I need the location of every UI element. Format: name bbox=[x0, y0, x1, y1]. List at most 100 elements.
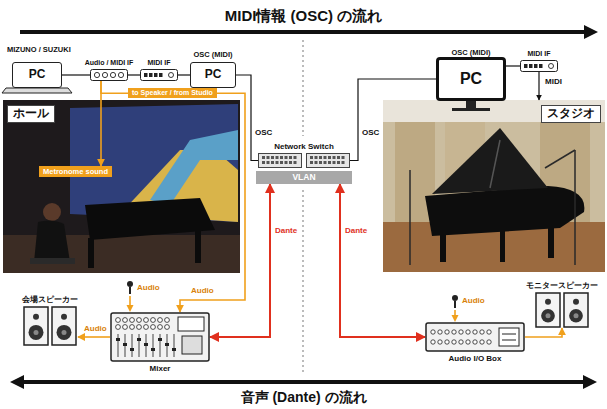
hall-photo-illustration bbox=[43, 203, 61, 221]
switch-part bbox=[310, 156, 313, 159]
hall-speakers: 会場スピーカー bbox=[22, 306, 78, 346]
switch-part bbox=[342, 156, 345, 159]
studio-photo-illustration bbox=[545, 150, 575, 168]
route-tag: to Speaker / from Studio bbox=[128, 88, 217, 98]
bottom-flow-arrow bbox=[10, 375, 597, 389]
switch-part bbox=[280, 161, 283, 164]
dev-part bbox=[159, 73, 163, 77]
connector bbox=[180, 93, 245, 312]
speakers-part bbox=[574, 313, 579, 318]
switch-part bbox=[276, 156, 279, 159]
node-heading: OSC (MIDI) bbox=[451, 49, 490, 58]
mixer-part bbox=[182, 336, 202, 354]
diagram-title: MIDI情報 (OSC) の流れ bbox=[219, 7, 389, 25]
mixer-part bbox=[165, 318, 170, 323]
mixer-part bbox=[123, 325, 128, 330]
mixer-part bbox=[160, 334, 161, 357]
node-heading: Mixer bbox=[150, 364, 171, 373]
node-heading: OSC (MIDI) bbox=[193, 51, 232, 60]
dev-part bbox=[154, 73, 158, 77]
hall-microphone bbox=[127, 305, 134, 312]
mixer-part bbox=[158, 318, 163, 323]
switch-part bbox=[271, 156, 274, 159]
dev4-icon bbox=[90, 69, 128, 81]
switch-part bbox=[328, 161, 331, 164]
hall-photo-illustration bbox=[30, 258, 75, 264]
speakers-part bbox=[569, 309, 583, 323]
iobox-part bbox=[426, 323, 524, 351]
hall-photo-illustration bbox=[3, 100, 240, 273]
hall-photo-illustration bbox=[34, 220, 70, 262]
mixer-icon bbox=[110, 312, 210, 362]
node-heading: Audio I/O Box bbox=[449, 354, 502, 363]
studio-photo-illustration bbox=[383, 100, 605, 272]
connector bbox=[236, 75, 258, 161]
bottom-flow-arrow bbox=[583, 375, 597, 389]
hall-microphone bbox=[127, 281, 134, 312]
mixer-part bbox=[165, 325, 170, 330]
laptop-pc: MIZUNO / SUZUKIPC bbox=[12, 62, 62, 88]
switch-part bbox=[285, 156, 288, 159]
speakers-part bbox=[61, 314, 67, 320]
laptop-base bbox=[2, 88, 72, 93]
iobox-part bbox=[459, 340, 463, 344]
iobox-part bbox=[487, 330, 491, 334]
switch-part bbox=[337, 161, 340, 164]
switch-part bbox=[285, 161, 288, 164]
switch-part bbox=[289, 161, 292, 164]
switch-part bbox=[294, 156, 297, 159]
dev4-part bbox=[94, 72, 99, 77]
connector bbox=[525, 328, 562, 337]
mixer-part bbox=[144, 325, 149, 330]
connector bbox=[128, 74, 140, 75]
laptop-base bbox=[2, 88, 72, 93]
node-heading: MIZUNO / SUZUKI bbox=[7, 46, 71, 55]
iobox-part bbox=[473, 340, 477, 344]
mixer-part bbox=[137, 325, 142, 330]
audio-io-box: Audio I/O Box bbox=[425, 322, 525, 352]
dev-icon bbox=[140, 69, 178, 81]
speakers-part bbox=[52, 307, 76, 345]
switch-part bbox=[294, 161, 297, 164]
edge-label: OSC bbox=[361, 128, 380, 137]
mixer: Mixer bbox=[110, 312, 210, 362]
connector bbox=[538, 72, 539, 100]
connector bbox=[101, 81, 128, 93]
mixer-part bbox=[132, 334, 133, 357]
dev4-part bbox=[110, 72, 115, 77]
iobox-part bbox=[502, 334, 516, 335]
edge-label: Audio bbox=[83, 324, 108, 333]
iobox-part bbox=[466, 330, 470, 334]
iobox-part bbox=[452, 340, 456, 344]
monitor-stand bbox=[466, 101, 476, 108]
divider-line bbox=[303, 40, 304, 374]
switch-part bbox=[319, 161, 322, 164]
speakers-part bbox=[33, 314, 39, 320]
monitor-speakers: モニタースピーカー bbox=[534, 292, 590, 328]
studio-photo-illustration bbox=[383, 100, 605, 272]
node-text: PC bbox=[29, 68, 46, 82]
speakers-part bbox=[536, 293, 560, 327]
node-heading: 会場スピーカー bbox=[22, 295, 78, 304]
hall-photo-illustration bbox=[3, 100, 240, 273]
iobox-part bbox=[499, 328, 519, 346]
hall-photo-illustration bbox=[195, 228, 201, 263]
switch-icon bbox=[258, 153, 350, 168]
mixer-part bbox=[130, 348, 134, 351]
bottom-flow-arrow bbox=[10, 375, 24, 389]
switch-part bbox=[262, 161, 265, 164]
mixer-part bbox=[123, 343, 127, 346]
iobox-part bbox=[480, 340, 484, 344]
speakers-part bbox=[541, 309, 555, 323]
node-text: to Speaker / from Studio bbox=[132, 89, 213, 97]
switch-part bbox=[276, 161, 279, 164]
speakers-part bbox=[57, 325, 72, 340]
edge-label: Dante bbox=[274, 226, 298, 235]
switch-part bbox=[262, 156, 265, 159]
edge-label: OSC bbox=[254, 128, 273, 137]
studio-photo-illustration bbox=[383, 100, 605, 122]
monitor-stand bbox=[452, 108, 490, 111]
switch-part bbox=[271, 161, 274, 164]
iobox-part bbox=[431, 330, 435, 334]
mixer-part bbox=[151, 318, 156, 323]
